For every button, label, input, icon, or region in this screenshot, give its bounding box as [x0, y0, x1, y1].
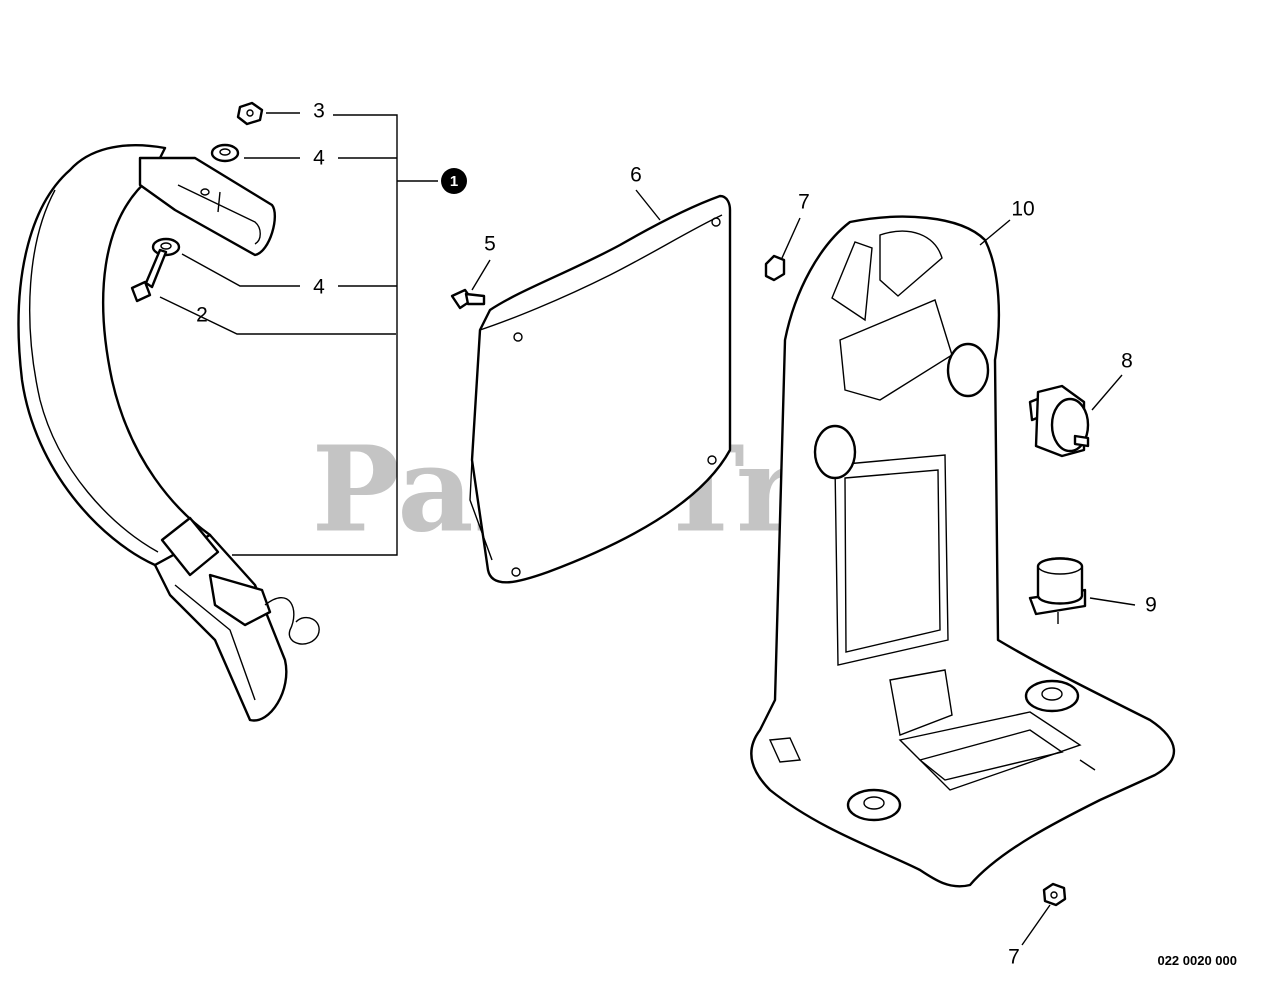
- shoulder-strap[interactable]: [17, 144, 320, 722]
- strap-hardware[interactable]: [130, 101, 264, 303]
- callout-10: 10: [1011, 198, 1034, 221]
- mount-8[interactable]: [1028, 384, 1090, 458]
- callout-7-lower: 7: [1008, 946, 1020, 969]
- screw-5[interactable]: [450, 288, 486, 310]
- callout-4-upper: 4: [313, 147, 325, 170]
- callout-2: 2: [196, 304, 208, 327]
- callout-7-upper: 7: [798, 191, 810, 214]
- callout-6: 6: [630, 164, 642, 187]
- nut-7-lower[interactable]: [1042, 882, 1067, 907]
- backpack-frame[interactable]: [750, 215, 1176, 888]
- right-leaders: [471, 189, 1136, 946]
- callout-3: 3: [313, 100, 325, 123]
- callout-5: 5: [484, 233, 496, 256]
- mount-9[interactable]: [1028, 557, 1087, 624]
- callout-4-lower: 4: [313, 276, 325, 299]
- callouts: 3 4 4 2 5 6 7 10 8 9 7: [196, 100, 1157, 969]
- assembly-badge-number: 1: [450, 173, 458, 190]
- diagram-code: 022 0020 000: [1157, 953, 1237, 968]
- nut-7-upper[interactable]: [764, 254, 786, 282]
- strap-leaders: [159, 112, 438, 556]
- callout-8: 8: [1121, 350, 1133, 373]
- callout-9: 9: [1145, 594, 1157, 617]
- assembly-badge: 1: [441, 168, 467, 194]
- back-pad[interactable]: [469, 194, 732, 584]
